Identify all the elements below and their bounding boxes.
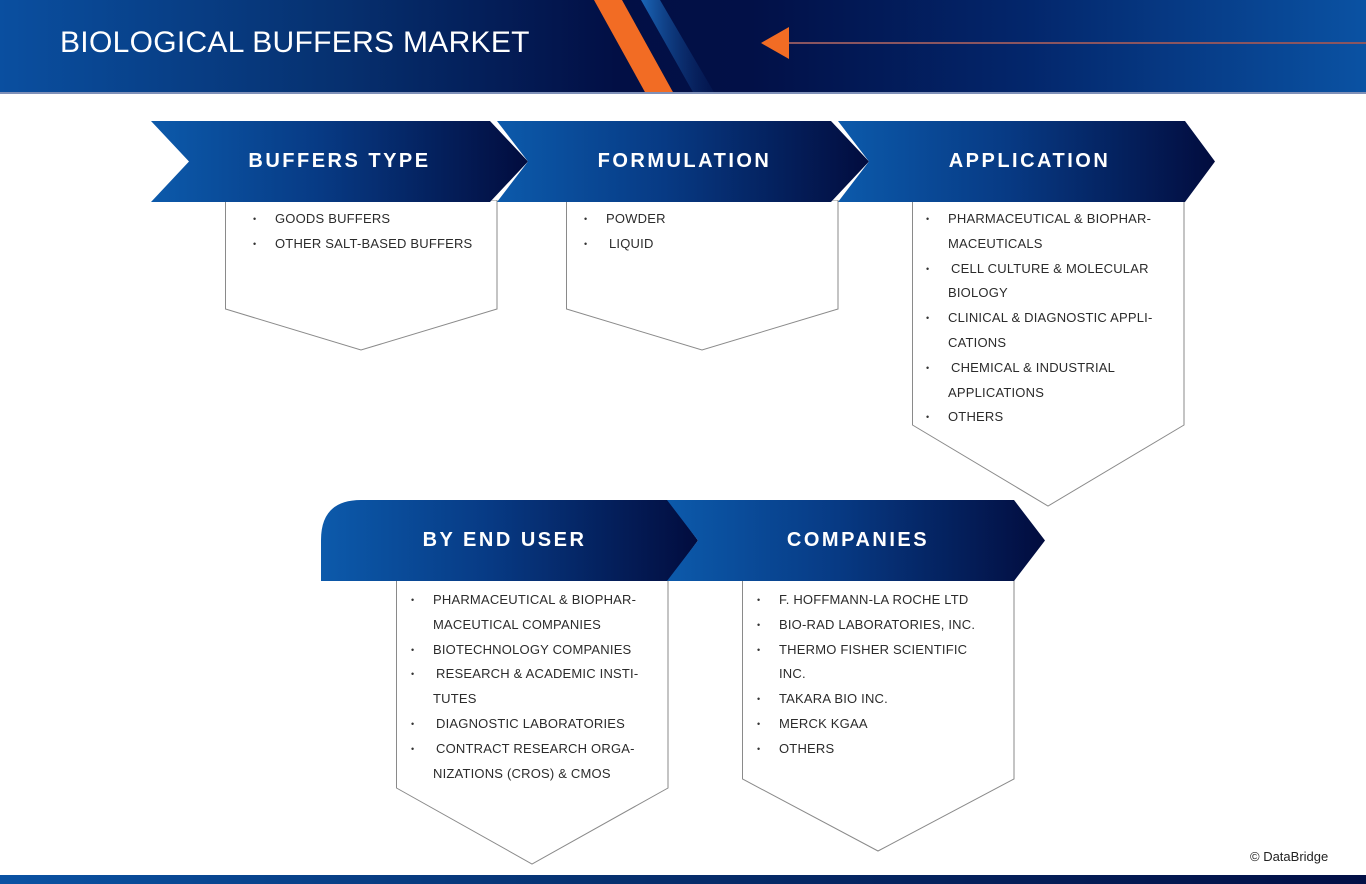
segment-companies-list: F. HOFFMANN-LA ROCHE LTD BIO-RAD LABORAT… (757, 588, 1007, 762)
list-item: CONTRACT RESEARCH ORGA-NIZATIONS (CROS) … (411, 737, 661, 787)
list-item: PHARMACEUTICAL & BIOPHAR-MACEUTICAL COMP… (411, 588, 661, 638)
list-item: PHARMACEUTICAL & BIOPHAR-MACEUTICALS (926, 207, 1176, 257)
segment-end-user-list: PHARMACEUTICAL & BIOPHAR-MACEUTICAL COMP… (411, 588, 661, 786)
segment-end-user-box: PHARMACEUTICAL & BIOPHAR-MACEUTICAL COMP… (396, 580, 669, 866)
segment-buffers-type-header: BUFFERS TYPE (151, 121, 528, 202)
segment-buffers-type-box: GOODS BUFFERS OTHER SALT-BASED BUFFERS (225, 200, 498, 352)
segment-application-header: APPLICATION (838, 121, 1215, 202)
segment-formulation-header: FORMULATION (497, 121, 869, 202)
segment-title: BUFFERS TYPE (248, 150, 431, 172)
segment-title: APPLICATION (948, 150, 1111, 172)
list-item: OTHER SALT-BASED BUFFERS (253, 232, 493, 257)
segment-companies-header: COMPANIES (667, 500, 1045, 581)
arrow-left-icon (761, 27, 789, 59)
list-item: DIAGNOSTIC LABORATORIES (411, 712, 661, 737)
list-item: BIO-RAD LABORATORIES, INC. (757, 613, 1007, 638)
list-item: OTHERS (926, 405, 1176, 430)
segment-formulation-box: POWDER LIQUID (566, 200, 839, 352)
segment-formulation-list: POWDER LIQUID (584, 207, 824, 257)
segment-application-box: PHARMACEUTICAL & BIOPHAR-MACEUTICALS CEL… (912, 200, 1185, 508)
arrow-line (784, 42, 1366, 44)
segment-title: BY END USER (422, 529, 587, 551)
segment-companies-box: F. HOFFMANN-LA ROCHE LTD BIO-RAD LABORAT… (742, 580, 1015, 853)
list-item: OTHERS (757, 737, 1007, 762)
page-title: BIOLOGICAL BUFFERS MARKET (60, 26, 530, 59)
list-item: GOODS BUFFERS (253, 207, 493, 232)
list-item: CLINICAL & DIAGNOSTIC APPLI-CATIONS (926, 306, 1176, 356)
segment-end-user-header: BY END USER (321, 500, 698, 581)
copyright-text: © DataBridge (1250, 849, 1329, 864)
list-item: MERCK KGAA (757, 712, 1007, 737)
list-item: LIQUID (584, 232, 824, 257)
segment-application-list: PHARMACEUTICAL & BIOPHAR-MACEUTICALS CEL… (926, 207, 1176, 430)
footer-bar (0, 875, 1366, 884)
list-item: F. HOFFMANN-LA ROCHE LTD (757, 588, 1007, 613)
header-divider (0, 92, 1366, 94)
segment-title: COMPANIES (786, 529, 930, 551)
list-item: TAKARA BIO INC. (757, 687, 1007, 712)
segment-buffers-type-list: GOODS BUFFERS OTHER SALT-BASED BUFFERS (253, 207, 493, 257)
list-item: POWDER (584, 207, 824, 232)
list-item: RESEARCH & ACADEMIC INSTI-TUTES (411, 662, 661, 712)
list-item: BIOTECHNOLOGY COMPANIES (411, 638, 661, 663)
header-banner: BIOLOGICAL BUFFERS MARKET (0, 0, 1366, 94)
decorative-stripes (594, 0, 715, 94)
segment-title: FORMULATION (597, 150, 772, 172)
